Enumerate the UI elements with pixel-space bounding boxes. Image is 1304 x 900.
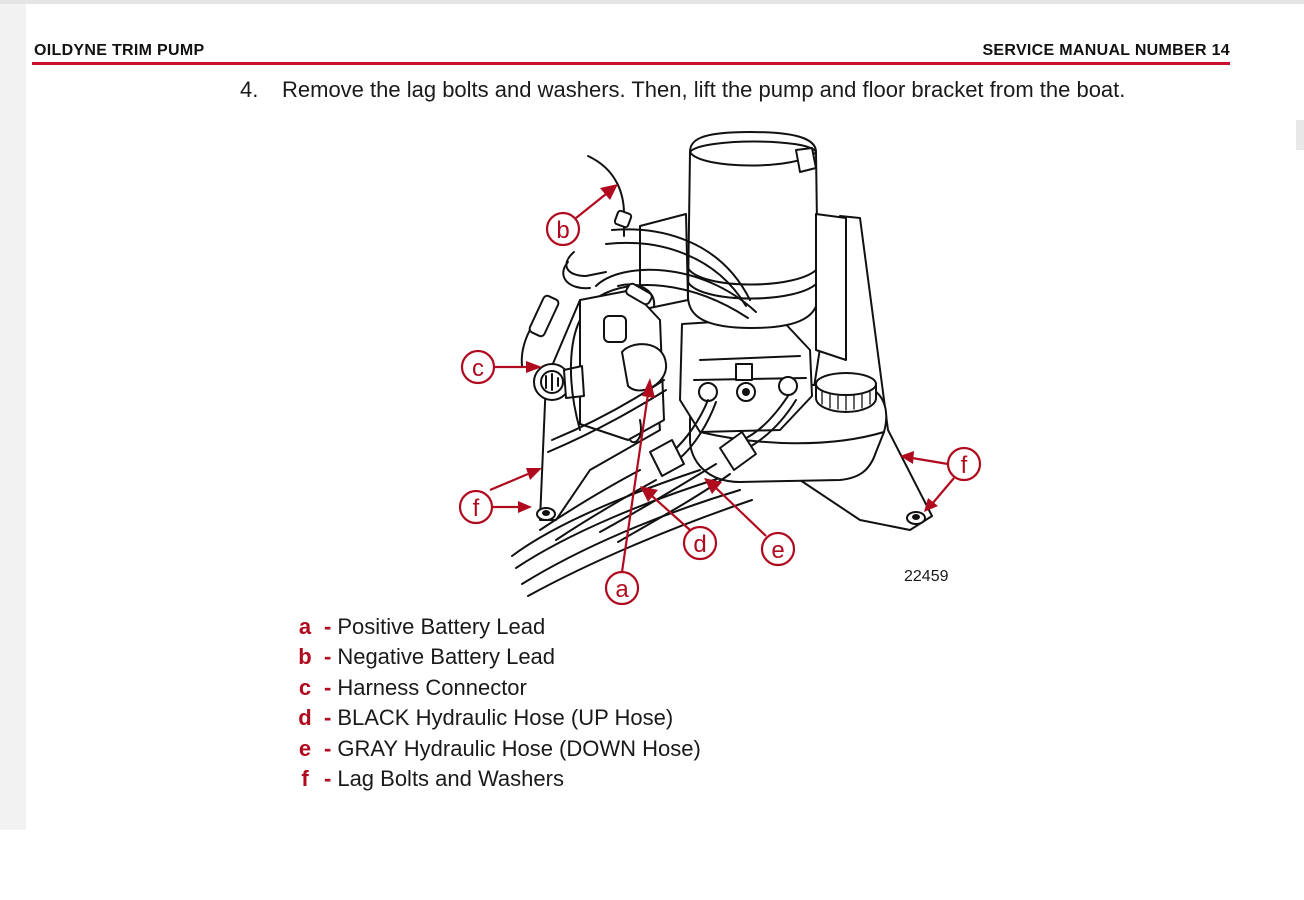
callout-a <box>604 570 640 606</box>
legend-text: Harness Connector <box>337 674 527 700</box>
step-number: 4. <box>240 77 259 102</box>
legend-text: Positive Battery Lead <box>337 614 546 639</box>
legend-key: c <box>298 674 312 700</box>
legend-text: Lag Bolts and Washers <box>337 766 564 792</box>
hose-sweep-2 <box>515 477 721 569</box>
callout-c-label: c <box>472 355 484 382</box>
legend-dash: - <box>324 614 332 639</box>
figure-legend: a-Positive Battery Lead b-Negative Batte… <box>294 612 701 794</box>
legend-item: c-Harness Connector <box>294 673 701 703</box>
legend-key: a <box>298 614 312 639</box>
callout-line-f-right-1 <box>911 456 949 466</box>
callout-c <box>460 349 496 385</box>
callout-d <box>682 525 718 561</box>
viewer-scrollbar-stub[interactable] <box>1296 120 1304 150</box>
legend-dash: - <box>324 766 332 792</box>
hose-sweep-1 <box>511 469 701 557</box>
down-hose-fitting <box>719 431 757 471</box>
hose-sweep-3 <box>521 489 741 585</box>
callout-line-a <box>620 393 650 573</box>
callout-line-e <box>715 487 767 537</box>
hose-fitting-2 <box>778 376 798 396</box>
callout-line-f-right-2 <box>931 477 955 505</box>
callout-d-label: d <box>693 531 706 558</box>
legend-text: GRAY Hydraulic Hose (DOWN Hose) <box>337 735 701 761</box>
viewer-top-border <box>0 0 1304 4</box>
legend-key: b <box>298 644 312 670</box>
viewer-left-margin <box>0 830 27 900</box>
callout-f-right-label: f <box>961 452 968 479</box>
legend-dash: - <box>324 735 332 761</box>
callout-line-d <box>651 495 691 531</box>
legend-dash: - <box>324 674 332 700</box>
legend-item: b-Negative Battery Lead <box>294 642 701 672</box>
callout-line-b <box>575 193 607 219</box>
callout-line-f-left-1 <box>489 472 529 492</box>
legend-item: a-Positive Battery Lead <box>294 612 701 642</box>
reservoir-seam <box>699 431 885 445</box>
legend-key: e <box>298 735 312 761</box>
hose-fitting-1 <box>698 382 718 402</box>
positive-lead-wire <box>551 379 665 441</box>
header-manual-number: SERVICE MANUAL NUMBER 14 <box>982 42 1230 59</box>
callout-e <box>760 531 796 567</box>
instruction-step: 4. Remove the lag bolts and washers. Then… <box>240 77 1125 103</box>
up-hose-fitting <box>649 439 685 477</box>
legend-dash: - <box>324 644 332 670</box>
callout-f-left <box>458 489 494 525</box>
pump-illustration: a b c d e f f <box>458 131 982 606</box>
step-text: Remove the lag bolts and washers. Then, … <box>282 77 1126 102</box>
legend-text: Negative Battery Lead <box>337 644 556 670</box>
callout-b <box>545 211 581 247</box>
legend-key: f <box>301 766 309 792</box>
header-rule <box>32 62 1230 65</box>
header-section-title: OILDYNE TRIM PUMP <box>34 42 205 59</box>
battery-terminal-boot <box>621 343 668 392</box>
callout-f-right <box>946 446 982 482</box>
callout-f-left-label: f <box>473 495 480 522</box>
legend-item: d-BLACK Hydraulic Hose (UP Hose) <box>294 703 701 733</box>
hose-sweep-4 <box>527 499 753 597</box>
callout-e-label: e <box>771 537 784 564</box>
legend-text: BLACK Hydraulic Hose (UP Hose) <box>337 705 674 731</box>
legend-key: d <box>298 705 312 731</box>
callout-a-label: a <box>615 576 629 603</box>
legend-item: e-GRAY Hydraulic Hose (DOWN Hose) <box>294 734 701 764</box>
motor-end-cap <box>689 140 817 167</box>
callout-b-label: b <box>556 217 569 244</box>
legend-item: f-Lag Bolts and Washers <box>294 764 701 794</box>
figure-number: 22459 <box>904 568 949 585</box>
legend-dash: - <box>324 705 332 731</box>
